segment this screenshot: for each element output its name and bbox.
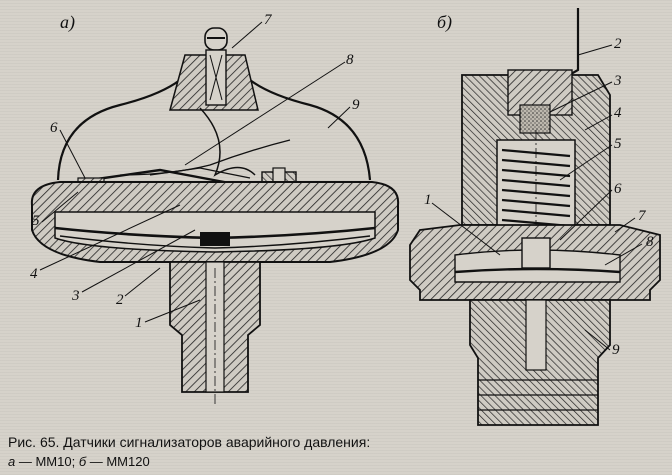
callout-b-5: 5 [614,136,622,152]
callout-b-3: 3 [614,73,622,89]
callout-b-1: 1 [424,192,432,208]
caption-title: Рис. 65. Датчики сигнализаторов аварийно… [8,434,371,450]
caption-legend: а — ММ10; б — ММ120 [8,452,668,471]
panel-label-b: б) [437,12,453,32]
caption-legend-a-letter: а [8,454,16,469]
callout-a-2: 2 [116,292,124,308]
callout-b-7: 7 [638,208,646,224]
caption-legend-b-letter: б [78,454,87,469]
callout-a-1: 1 [135,315,143,331]
callout-a-6: 6 [50,120,58,136]
callout-a-5: 5 [32,213,40,229]
panel-label-a: а) [60,12,75,32]
callout-b-6: 6 [614,181,622,197]
sensor-mm120-drawing [409,8,661,426]
sensor-mm10-drawing [30,21,400,405]
callout-a-7: 7 [264,12,272,28]
caption-legend-a-text: — ММ10; [15,454,79,469]
callout-a-8: 8 [346,52,354,68]
callout-a-3: 3 [72,288,80,304]
figure-caption: Рис. 65. Датчики сигнализаторов аварийно… [8,433,668,471]
callout-b-8: 8 [646,234,654,250]
callout-b-9: 9 [612,342,620,358]
caption-legend-b-text: — ММ120 [86,454,150,469]
callout-b-2: 2 [614,36,622,52]
technical-drawing [30,8,661,426]
callout-a-9: 9 [352,97,360,113]
callout-a-4: 4 [30,266,38,282]
callout-b-4: 4 [614,105,622,121]
